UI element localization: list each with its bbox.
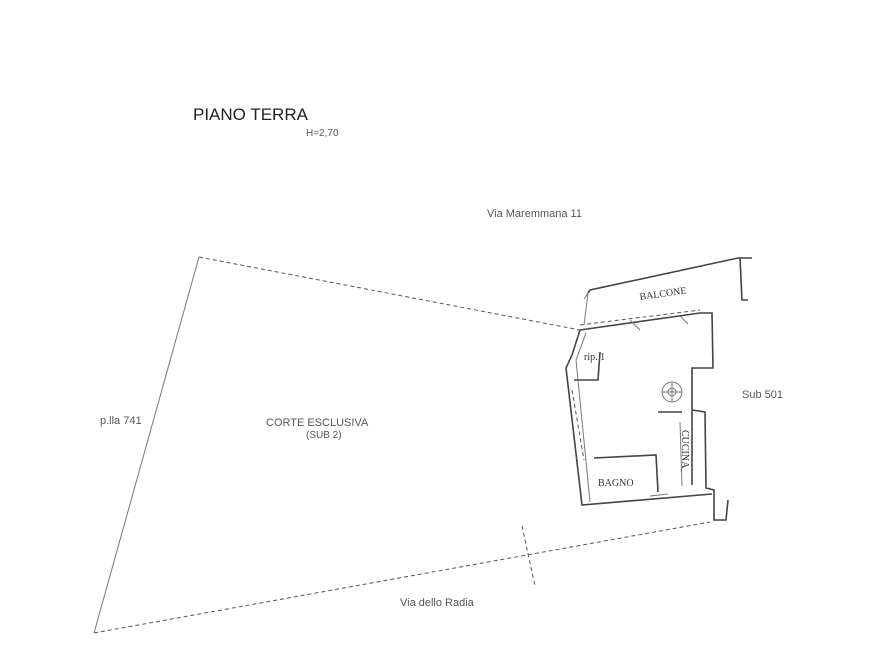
room-label-bath: BAGNO — [598, 478, 634, 489]
room-label-balcony: BALCONE — [639, 286, 687, 303]
courtyard-outline — [93, 256, 711, 634]
room-label-closet: rip. 1 — [584, 352, 605, 363]
parcel-label: p.lla 741 — [100, 415, 142, 427]
stove-icon — [661, 381, 683, 403]
building-walls — [565, 257, 752, 521]
court-label: CORTE ESCLUSIVA — [266, 417, 369, 429]
street-bottom-label: Via dello Radia — [400, 597, 475, 609]
plan-title: PIANO TERRA — [193, 105, 309, 124]
height-note: H=2,70 — [306, 128, 339, 139]
neighbor-label: Sub 501 — [742, 389, 783, 401]
court-sub-label: (SUB 2) — [306, 430, 342, 441]
street-top-label: Via Maremmana 11 — [487, 208, 582, 220]
room-label-kitchen: CUCINA — [679, 430, 690, 469]
